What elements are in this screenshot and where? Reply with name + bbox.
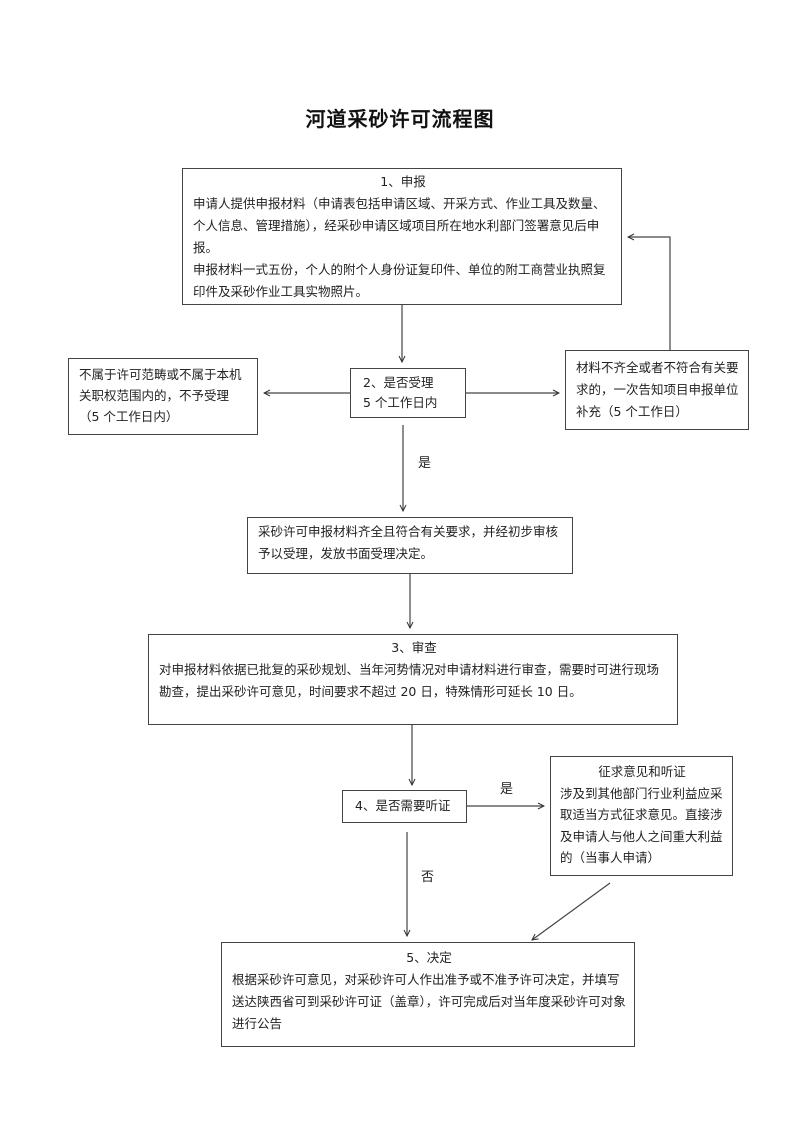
page-title: 河道采砂许可流程图 (305, 107, 495, 131)
hearing-heading: 征求意见和听证 (598, 764, 686, 779)
reject-box: 不属于许可范畴或不属于本机关职权范围内的，不予受理（5 个工作日内） (68, 358, 258, 435)
step-apply-heading: 1、申报 (380, 174, 426, 189)
accept-decision-line-1: 2、是否受理 (363, 375, 434, 390)
step-apply-text-1: 申请人提供申报材料（申请表包括申请区域、开采方式、作业工具及数量、个人信息、管理… (193, 196, 606, 255)
edge-label-accept-yes: 是 (418, 456, 432, 471)
hearing-decision-text: 4、是否需要听证 (355, 798, 451, 813)
supplement-box: 材料不齐全或者不符合有关要求的，一次告知项目申报单位补充（5 个工作日） (565, 350, 749, 430)
step-apply-box: 1、申报 申请人提供申报材料（申请表包括申请区域、开采方式、作业工具及数量、个人… (182, 168, 622, 305)
accepted-box: 采砂许可申报材料齐全且符合有关要求，并经初步审核予以受理，发放书面受理决定。 (247, 517, 573, 574)
step-review-heading: 3、审查 (391, 640, 437, 655)
accept-decision-line-2: 5 个工作日内 (363, 395, 438, 410)
reject-text: 不属于许可范畴或不属于本机关职权范围内的，不予受理（5 个工作日内） (79, 367, 242, 424)
step-apply-text-2: 申报材料一式五份，个人的附个人身份证复印件、单位的附工商营业执照复印件及采砂作业… (193, 262, 606, 299)
step-review-box: 3、审查 对申报材料依据已批复的采砂规划、当年河势情况对申请材料进行审查，需要时… (148, 634, 678, 725)
step-review-text: 对申报材料依据已批复的采砂规划、当年河势情况对申请材料进行审查，需要时可进行现场… (159, 662, 660, 699)
accept-decision-box: 2、是否受理 5 个工作日内 (350, 368, 466, 418)
step-decision-text: 根据采砂许可意见，对采砂许可人作出准予或不准予许可决定，并填写送达陕西省可到采砂… (232, 972, 626, 1031)
hearing-text: 涉及到其他部门行业利益应采取适当方式征求意见。直接涉及申请人与他人之间重大利益的… (560, 785, 723, 866)
supplement-text: 材料不齐全或者不符合有关要求的，一次告知项目申报单位补充（5 个工作日） (576, 360, 739, 419)
arrow-hearing-to-decision (532, 882, 611, 940)
edge-label-hearing-no: 否 (421, 870, 435, 885)
edge-label-hearing-yes: 是 (500, 782, 514, 797)
step-decision-heading: 5、决定 (406, 950, 452, 965)
hearing-decision-box: 4、是否需要听证 (342, 790, 467, 823)
hearing-box: 征求意见和听证 涉及到其他部门行业利益应采取适当方式征求意见。直接涉及申请人与他… (550, 756, 733, 876)
arrow-supplement-back-to-apply (628, 237, 671, 350)
step-decision-box: 5、决定 根据采砂许可意见，对采砂许可人作出准予或不准予许可决定，并填写送达陕西… (221, 942, 635, 1047)
accepted-text: 采砂许可申报材料齐全且符合有关要求，并经初步审核予以受理，发放书面受理决定。 (258, 524, 559, 561)
